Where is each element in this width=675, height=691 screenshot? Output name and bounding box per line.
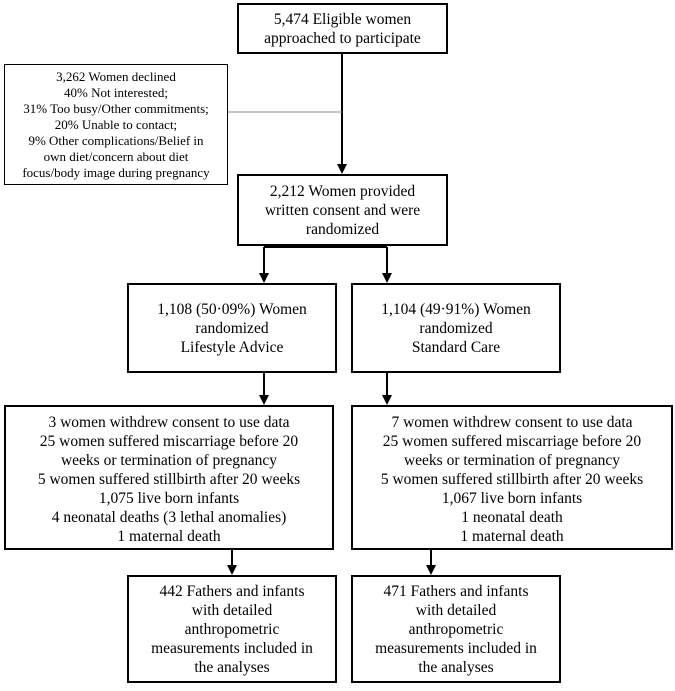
box-line: 1,075 live born infants (98, 490, 240, 507)
box-line: randomized (419, 319, 493, 337)
box-line: focus/body image during pregnancy (22, 164, 210, 180)
box-line: 25 women suffered miscarriage before 20 (39, 433, 299, 450)
eligible-women-box: 5,474 Eligible women approached to parti… (237, 3, 448, 54)
box-line: weeks or termination of pregnancy (403, 452, 621, 469)
box-line: 442 Fathers and infants (159, 582, 305, 600)
box-line: 4 neonatal deaths (3 lethal anomalies) (51, 509, 287, 526)
box-line: 3 women withdrew consent to use data (48, 414, 290, 431)
declined-women-box: 3,262 Women declined 40% Not interested;… (4, 64, 228, 185)
box-line: Standard Care (411, 338, 501, 356)
lifestyle-advice-box: 1,108 (50·09%) Women randomized Lifestyl… (127, 283, 337, 373)
box-line: weeks or termination of pregnancy (60, 452, 278, 469)
box-line: anthropometric (184, 620, 280, 638)
box-line: 1 neonatal death (461, 509, 563, 526)
box-line: 20% Unable to contact; (54, 116, 178, 132)
box-line: 3,262 Women declined (56, 68, 176, 84)
box-line: 9% Other complications/Belief in (28, 132, 204, 148)
box-line: randomized (305, 220, 380, 238)
box-line: 5,474 Eligible women (273, 10, 412, 28)
box-line: 7 women withdrew consent to use data (391, 414, 633, 431)
box-line: own diet/concern about diet (43, 148, 189, 164)
box-line: 1 maternal death (460, 528, 564, 545)
box-line: 1,104 (49·91%) Women (381, 300, 531, 318)
box-line: 40% Not interested; (64, 84, 168, 100)
box-line: 1,108 (50·09%) Women (157, 300, 307, 318)
box-line: 1,067 live born infants (441, 490, 583, 507)
box-line: 5 women suffered stillbirth after 20 wee… (380, 471, 644, 488)
consent-randomized-box: 2,212 Women provided written consent and… (237, 174, 448, 246)
box-line: with detailed (415, 601, 497, 619)
box-line: with detailed (191, 601, 273, 619)
box-line: 1 maternal death (117, 528, 221, 545)
box-line: written consent and were (264, 201, 421, 219)
standard-outcomes-box: 7 women withdrew consent to use data 25 … (351, 405, 673, 550)
box-line: 25 women suffered miscarriage before 20 (382, 433, 642, 450)
standard-analysis-box: 471 Fathers and infants with detailed an… (351, 575, 561, 683)
box-line: the analyses (418, 658, 494, 676)
box-line: 5 women suffered stillbirth after 20 wee… (37, 471, 301, 488)
box-line: Lifestyle Advice (180, 338, 284, 356)
box-line: approached to participate (264, 29, 421, 47)
box-line: anthropometric (408, 620, 504, 638)
lifestyle-outcomes-box: 3 women withdrew consent to use data 25 … (4, 405, 334, 550)
box-line: 471 Fathers and infants (383, 582, 529, 600)
box-line: 2,212 Women provided (269, 182, 416, 200)
box-line: randomized (195, 319, 269, 337)
box-line: measurements included in (375, 639, 537, 657)
box-line: measurements included in (151, 639, 313, 657)
box-line: 31% Too busy/Other commitments; (23, 100, 209, 116)
lifestyle-analysis-box: 442 Fathers and infants with detailed an… (127, 575, 337, 683)
standard-care-box: 1,104 (49·91%) Women randomized Standard… (351, 283, 561, 373)
box-line: the analyses (194, 658, 270, 676)
